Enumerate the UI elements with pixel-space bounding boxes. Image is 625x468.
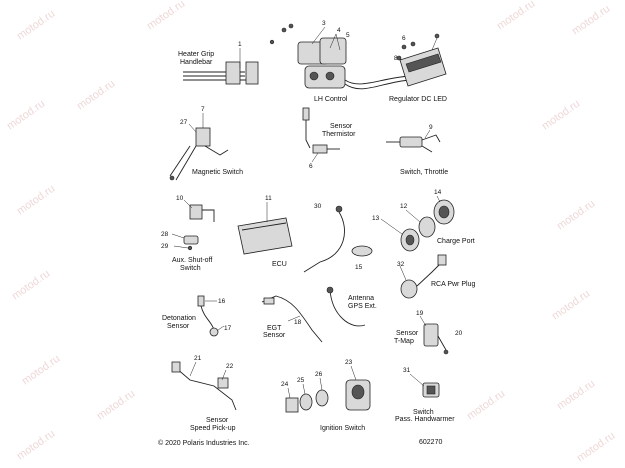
callout-11: 11 [265,195,272,202]
callout-20: 20 [455,330,463,337]
figure-id: 602270 [419,439,442,446]
copyright-text: © 2020 Polaris Industries Inc. [158,439,250,447]
label-detonation-sensor: Sensor [167,323,190,330]
callout-21: 21 [194,355,202,362]
callout-12: 12 [400,203,408,210]
ecu-part [237,202,293,255]
label-heater-grip: Heater Grip [178,51,214,58]
throttle-switch-part [386,129,441,153]
label-handlebar: Handlebar [180,59,213,66]
watermark: motod.ru [145,0,187,32]
callout-18: 18 [294,319,302,326]
watermark: motod.ru [15,428,57,463]
label-ecu: ECU [272,261,287,268]
label-speed-sensor: Sensor [206,417,229,424]
label-sensor-tmap: Sensor [396,330,419,337]
callout-26: 26 [315,371,323,378]
callout-14: 14 [434,189,442,196]
speed-sensor-part [171,361,237,411]
watermark: motod.ru [95,388,137,423]
callout-29: 29 [161,243,169,250]
callout-17: 17 [224,325,232,332]
callout-4: 4 [337,27,341,34]
label-handwarmer-switch: Switch [413,409,434,416]
magnetic-switch-part [169,113,229,181]
antenna-part [303,205,373,327]
callout-27: 27 [180,119,188,126]
callout-5: 5 [346,32,350,39]
callout-16: 16 [218,298,226,305]
aux-shutoff-part [171,199,215,251]
watermark: motod.ru [75,78,117,113]
label-thermistor: Thermistor [322,131,356,138]
watermark: motod.ru [20,353,62,388]
label-sensor-thermistor: Sensor [330,123,353,130]
callout-1: 1 [238,41,242,48]
label-egt: EGT [267,325,282,332]
label-aux-shutoff: Aux. Shut-off [172,257,212,264]
rca-plug-part [399,254,447,299]
watermark: motod.ru [10,268,52,303]
regulator-part [396,33,447,87]
label-gps-ext: GPS Ext. [348,303,377,310]
tmap-sensor-part [419,315,449,355]
ignition-switch-part [285,365,371,413]
callout-25: 25 [297,377,305,384]
label-antenna: Antenna [348,295,374,302]
thermistor-part [302,107,340,163]
watermark: motod.ru [495,0,537,32]
callout-28: 28 [161,231,169,238]
label-detonation: Detonation [162,315,196,322]
label-rca-plug: RCA Pwr Plug [431,281,475,288]
egt-sensor-part [261,295,323,343]
callout-23: 23 [345,359,353,366]
callout-6: 6 [402,35,406,42]
label-aux-shutoff-switch: Switch [180,265,201,272]
callout-9: 9 [429,124,433,131]
callout-7: 7 [201,106,205,113]
watermark: motod.ru [465,388,507,423]
callout-8: 8 [394,55,398,62]
callout-19: 19 [416,310,424,317]
heater-grip-part [183,48,259,85]
detonation-sensor-part [197,295,225,337]
label-tmap: T-Map [394,338,414,345]
watermark: motod.ru [555,198,597,233]
lh-control-part [269,23,411,90]
watermark: motod.ru [5,98,47,133]
label-lh-control: LH Control [314,96,348,103]
watermark: motod.ru [570,3,612,38]
callout-31: 31 [403,367,411,374]
label-ignition-switch: Ignition Switch [320,425,365,432]
label-pass-handwarmer: Pass. Handwarmer [395,416,455,423]
label-magnetic-switch: Magnetic Switch [192,169,243,176]
label-egt-sensor: Sensor [263,332,286,339]
watermark: motod.ru [540,98,582,133]
callout-32: 32 [397,261,405,268]
watermark: motod.ru [555,378,597,413]
callout-30: 30 [314,203,322,210]
callout-22: 22 [226,363,234,370]
label-speed-pickup: Speed Pick-up [190,425,236,432]
callout-10: 10 [176,195,184,202]
watermark: motod.ru [575,430,617,465]
callout-6b: 6 [309,163,313,170]
callout-15: 15 [355,264,363,271]
watermark: motod.ru [15,183,57,218]
label-switch-throttle: Switch, Throttle [400,169,448,176]
handwarmer-switch-part [409,373,440,398]
charge-port-part [380,195,455,252]
callout-3: 3 [322,20,326,27]
callout-13: 13 [372,215,380,222]
watermark: motod.ru [550,288,592,323]
watermark: motod.ru [15,8,57,43]
callout-24: 24 [281,381,289,388]
label-regulator: Regulator DC LED [389,96,447,103]
label-charge-port: Charge Port [437,238,475,245]
